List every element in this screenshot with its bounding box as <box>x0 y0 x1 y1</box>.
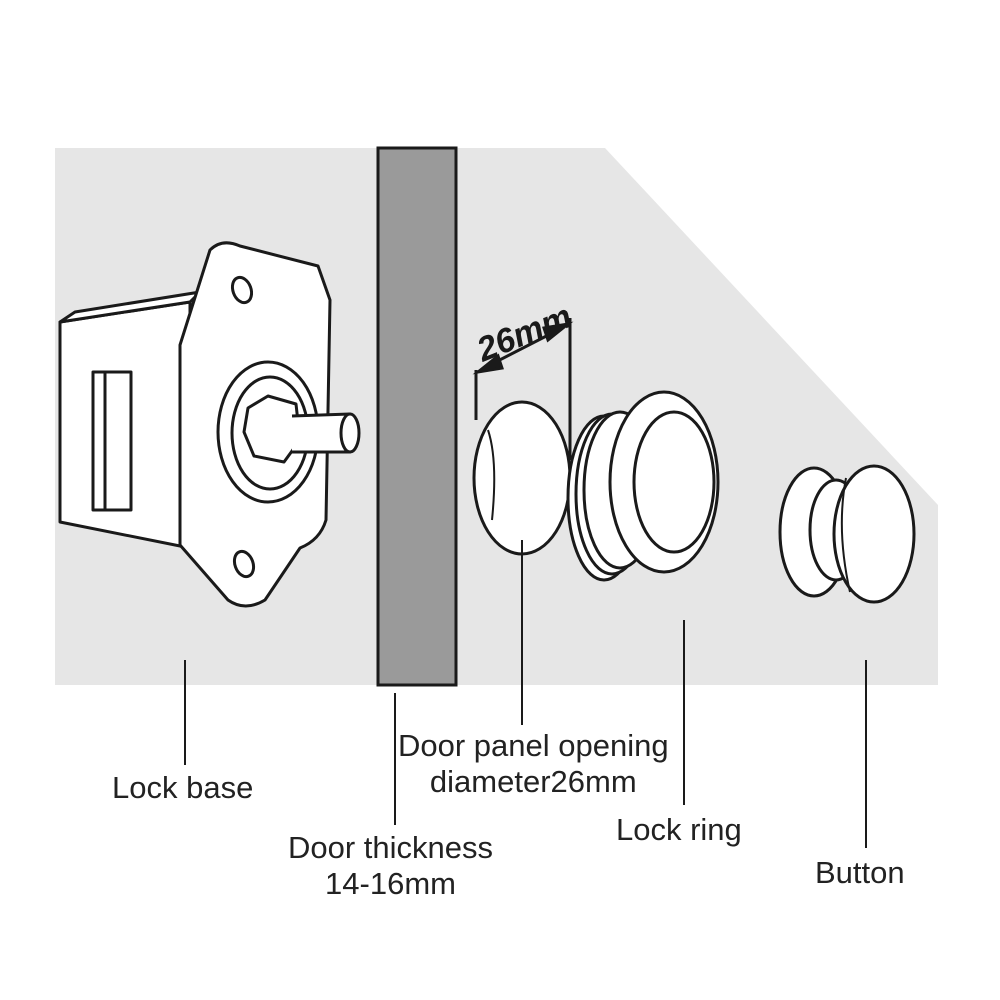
lock-ring-drawing <box>566 390 720 582</box>
label-panel-opening-line1: Door panel opening <box>398 728 669 763</box>
lock-base-drawing <box>58 241 361 608</box>
lock-base-hex-nut <box>242 394 302 464</box>
label-door-thickness-line1: Door thickness <box>288 830 494 865</box>
panel-opening <box>472 400 572 556</box>
lock-ring-hole <box>632 410 716 554</box>
label-panel-opening: Door panel opening diameter26mm <box>398 728 669 800</box>
leader-lines <box>184 540 867 848</box>
label-lock-ring: Lock ring <box>616 812 742 847</box>
panel-opening-drawing <box>472 400 572 556</box>
label-lock-base: Lock base <box>112 770 254 805</box>
lock-base-bottom-hole <box>232 549 256 579</box>
label-door-thickness: Door thickness 14-16mm <box>288 830 493 902</box>
label-panel-opening-line2: diameter26mm <box>429 764 637 799</box>
lock-base-latch <box>91 370 133 512</box>
lock-base-top-hole <box>230 275 254 305</box>
label-door-thickness-line2: 14-16mm <box>325 866 456 901</box>
dimension-26mm <box>472 318 574 460</box>
door-edge <box>376 146 458 687</box>
label-button: Button <box>815 855 905 890</box>
button-cap <box>832 464 916 604</box>
button-drawing <box>778 464 916 604</box>
